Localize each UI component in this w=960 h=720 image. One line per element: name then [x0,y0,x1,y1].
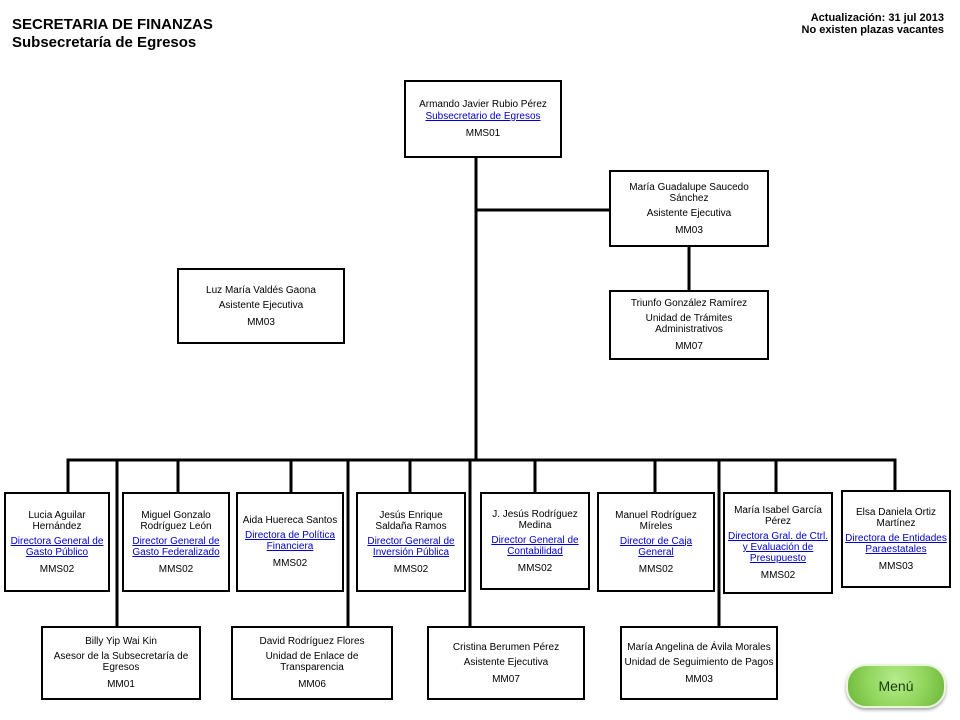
org-node-director-7: María Isabel García Pérez Directora Gral… [723,492,833,594]
node-code: MM06 [298,679,326,690]
node-role-link[interactable]: Directora General de Gasto Público [10,535,104,558]
node-name: Triunfo González Ramírez [630,298,748,309]
org-node-bottom-2: David Rodríguez Flores Unidad de Enlace … [231,626,393,700]
org-node-director-4: Jesús Enrique Saldaña Ramos Director Gen… [356,492,466,592]
node-name: Jesús Enrique Saldaña Ramos [375,509,447,532]
org-node-director-6: Manuel Rodríguez Míreles Director de Caj… [597,492,715,592]
node-name: Elsa Daniela Ortiz Martínez [855,506,937,529]
org-node-director-5: J. Jesús Rodríguez Medina Director Gener… [480,492,590,590]
node-role-link[interactable]: Director de Caja General [619,535,693,558]
org-node-bottom-3: Cristina Berumen Pérez Asistente Ejecuti… [427,626,585,700]
node-name: J. Jesús Rodríguez Medina [492,508,578,531]
node-name: Luz María Valdés Gaona [206,284,316,296]
org-node-bottom-4: María Angelina de Ávila Morales Unidad d… [620,626,778,700]
node-code: MMS02 [272,558,308,569]
node-role-link[interactable]: Director General de Contabilidad [491,534,579,557]
node-code: MMS03 [878,560,914,572]
node-code: MM07 [675,341,703,352]
menu-button[interactable]: Menú [846,664,946,708]
node-name: Aida Huereca Santos [242,515,338,526]
node-code: MMS01 [465,128,501,139]
page-subtitle: Subsecretaría de Egresos [12,34,197,51]
org-node-bottom-1: Billy Yip Wai Kin Asesor de la Subsecret… [41,626,201,700]
node-name: Lucia Aguilar Hernández [28,509,86,532]
node-name: María Isabel García Pérez [734,505,822,527]
node-code: MMS02 [760,570,796,581]
node-code: MMS02 [158,563,194,575]
node-code: MM07 [492,673,520,685]
node-code: MMS02 [517,562,553,574]
node-role-link[interactable]: Director General de Gasto Federalizado [132,535,220,558]
node-role: Asistente Ejecutiva [646,207,732,219]
org-node-assistant-right: María Guadalupe Saucedo Sánchez Asistent… [609,170,769,247]
menu-button-label: Menú [878,678,914,694]
node-name: Billy Yip Wai Kin [85,636,157,647]
org-node-assistant-left: Luz María Valdés Gaona Asistente Ejecuti… [177,268,345,344]
node-role-link[interactable]: Directora de Política Financiera [244,530,336,552]
org-node-director-3: Aida Huereca Santos Directora de Polític… [236,492,344,592]
node-name: Miguel Gonzalo Rodríguez León [140,509,212,532]
node-role: Asesor de la Subsecretaría de Egresos [53,651,189,673]
node-role: Asistente Ejecutiva [463,656,549,668]
node-role: Unidad de Enlace de Transparencia [265,651,359,673]
node-name: Cristina Berumen Pérez [452,641,560,653]
org-node-root: Armando Javier Rubio Pérez Subsecretario… [404,80,562,158]
node-role-link[interactable]: Directora Gral. de Ctrl. y Evaluación de… [727,531,829,564]
node-role-link[interactable]: Directora de Entidades Paraestatales [845,532,947,555]
node-code: MM03 [247,316,275,328]
node-name: Armando Javier Rubio Pérez [419,99,547,110]
node-code: MM01 [107,679,135,690]
update-date: Actualización: 31 jul 2013 [810,12,944,24]
node-code: MMS02 [638,563,674,575]
node-role: Unidad de Trámites Administrativos [645,313,733,335]
node-name: María Angelina de Ávila Morales [627,641,771,653]
node-code: MM03 [675,224,703,236]
node-role: Unidad de Seguimiento de Pagos [624,656,774,668]
node-code: MMS02 [39,563,75,575]
node-role: Asistente Ejecutiva [218,299,304,311]
node-code: MMS02 [393,563,429,575]
node-name: Manuel Rodríguez Míreles [615,509,697,532]
node-code: MM03 [685,673,713,685]
org-node-director-8: Elsa Daniela Ortiz Martínez Directora de… [841,490,951,588]
node-role-link[interactable]: Director General de Inversión Pública [367,535,455,558]
org-node-director-1: Lucia Aguilar Hernández Directora Genera… [4,492,110,592]
node-role-link[interactable]: Subsecretario de Egresos [425,111,541,122]
org-node-tramites: Triunfo González Ramírez Unidad de Trámi… [609,290,769,360]
node-name: María Guadalupe Saucedo Sánchez [629,181,749,204]
vacancies-note: No existen plazas vacantes [801,24,944,36]
node-name: David Rodríguez Flores [259,636,365,647]
page-title: SECRETARIA DE FINANZAS [12,16,213,33]
org-node-director-2: Miguel Gonzalo Rodríguez León Director G… [122,492,230,592]
update-info: Actualización: 31 jul 2013 No existen pl… [802,12,944,36]
